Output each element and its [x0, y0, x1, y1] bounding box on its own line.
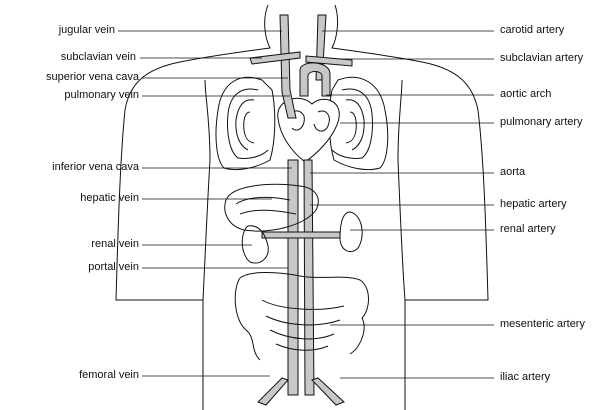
right-kidney — [339, 211, 363, 253]
label-aorta: aorta — [500, 166, 526, 178]
left-kidney — [241, 225, 269, 264]
label-mesenteric-artery: mesenteric artery — [500, 318, 585, 330]
label-inferior-vena-cava: inferior vena cava — [52, 161, 139, 173]
left-lung — [215, 76, 276, 171]
label-pulmonary-vein: pulmonary vein — [64, 89, 139, 101]
label-renal-artery: renal artery — [500, 223, 556, 235]
label-aortic-arch: aortic arch — [500, 88, 552, 100]
label-superior-vena-cava: superior vena cava — [46, 71, 139, 83]
label-portal-vein: portal vein — [88, 261, 139, 273]
intestines — [234, 272, 369, 361]
leader-lines — [118, 30, 494, 379]
label-hepatic-artery: hepatic artery — [500, 198, 567, 210]
label-jugular-vein: jugular vein — [58, 24, 115, 36]
label-iliac-artery: iliac artery — [500, 371, 551, 383]
label-femoral-vein: femoral vein — [79, 369, 139, 381]
label-subclavian-artery: subclavian artery — [500, 52, 584, 64]
label-hepatic-vein: hepatic vein — [80, 192, 139, 204]
liver — [224, 183, 319, 232]
label-pulmonary-artery: pulmonary artery — [500, 116, 583, 128]
label-subclavian-vein: subclavian vein — [60, 51, 136, 63]
label-carotid-artery: carotid artery — [500, 24, 565, 36]
label-renal-vein: renal vein — [91, 238, 139, 250]
torso-outline — [115, 4, 489, 410]
